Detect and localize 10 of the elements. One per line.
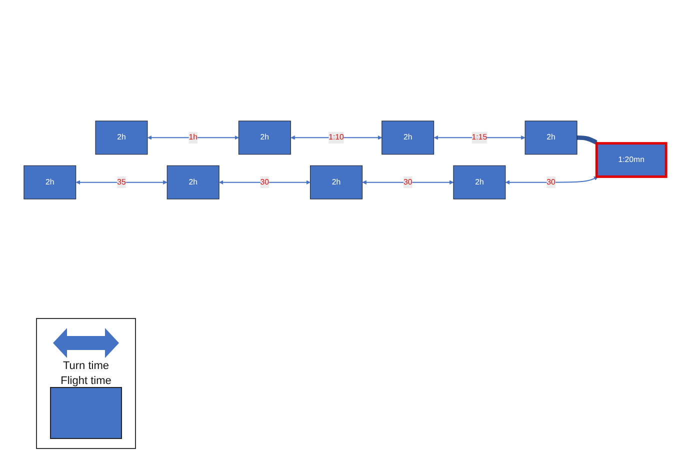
arrow bbox=[434, 136, 526, 140]
legend-text: Flight time bbox=[60, 375, 112, 387]
arrow bbox=[505, 176, 598, 184]
arrow bbox=[219, 180, 310, 184]
arrow bbox=[147, 136, 239, 140]
arrow bbox=[76, 180, 168, 184]
arrow bbox=[290, 136, 382, 140]
arrow bbox=[362, 180, 454, 184]
legend-text: Turn time bbox=[62, 360, 110, 372]
arrow bbox=[576, 135, 598, 144]
